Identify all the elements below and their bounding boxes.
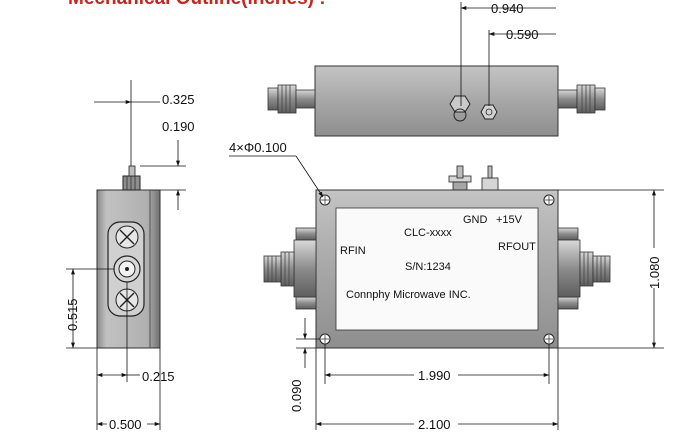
mounting-hole-icon bbox=[319, 333, 331, 345]
dim-0590: 0.590 bbox=[506, 27, 539, 42]
gnd-terminal-hex bbox=[449, 95, 471, 113]
front-view-rf-in-connector bbox=[263, 227, 317, 310]
vcc-terminal-hex bbox=[480, 104, 498, 120]
label-vcc: +15V bbox=[496, 214, 523, 226]
label-rfout: RFOUT bbox=[498, 241, 536, 253]
product-label bbox=[335, 207, 539, 331]
dim-0940: 0.940 bbox=[491, 1, 524, 16]
label-rfin: RFIN bbox=[340, 245, 366, 257]
top-view-body bbox=[314, 65, 559, 137]
top-view: 0.940 0.590 bbox=[267, 1, 606, 137]
dim-0090: 0.090 bbox=[289, 379, 304, 412]
dim-0500: 0.500 bbox=[109, 417, 142, 432]
label-model: CLC-xxxx bbox=[404, 227, 452, 239]
top-view-rf-out-connector bbox=[557, 84, 606, 114]
dim-0325: 0.325 bbox=[162, 92, 195, 107]
label-gnd: GND bbox=[463, 214, 488, 226]
dim-2100: 2.100 bbox=[418, 417, 451, 432]
dim-1990: 1.990 bbox=[418, 368, 451, 383]
mounting-hole-icon bbox=[319, 194, 331, 206]
side-view: 0.325 0.190 0.515 0.215 0.500 bbox=[65, 80, 195, 432]
mounting-hole-icon bbox=[543, 333, 555, 345]
label-serial: S/N:1234 bbox=[405, 261, 451, 273]
front-view-rf-out-connector bbox=[557, 227, 611, 310]
vcc-terminal-circle bbox=[485, 108, 493, 116]
drawing-title: Mechanical Outline(inches) : bbox=[68, 0, 326, 9]
dim-1080: 1.080 bbox=[647, 256, 662, 289]
top-view-rf-in-connector bbox=[267, 84, 316, 114]
dim-holes: 4×Φ0.100 bbox=[229, 140, 287, 155]
label-company: Connphy Microwave INC. bbox=[346, 289, 471, 301]
mounting-hole-icon bbox=[543, 194, 555, 206]
dim-0190: 0.190 bbox=[162, 119, 195, 134]
dim-0215: 0.215 bbox=[142, 369, 175, 384]
dim-0515: 0.515 bbox=[65, 298, 80, 331]
holes-leader-line bbox=[295, 155, 324, 198]
vcc-terminal-front bbox=[481, 177, 499, 191]
front-view: CLC-xxxx GND +15V RFIN RFOUT S/N:1234 Co… bbox=[229, 140, 664, 432]
side-terminal-post bbox=[122, 175, 141, 191]
gnd-terminal-circle bbox=[453, 108, 467, 122]
